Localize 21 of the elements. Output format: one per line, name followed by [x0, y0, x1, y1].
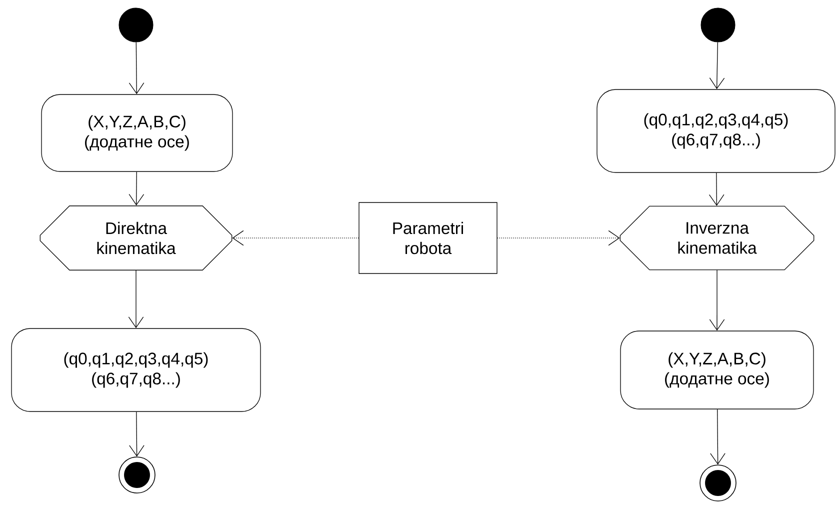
- action-box: (X,Y,Z,A,B,C) (додатне осе): [41, 94, 233, 172]
- action-box: (X,Y,Z,A,B,C) (додатне осе): [620, 330, 814, 410]
- arrow: [128, 270, 144, 328]
- action-box: (q0,q1,q2,q3,q4,q5) (q6,q7,q8...): [596, 89, 836, 173]
- start-node: [700, 8, 736, 42]
- end-node: [118, 456, 156, 494]
- parameter-box: Parametri robota: [358, 202, 498, 274]
- arrow: [128, 172, 144, 206]
- dotted-arrow: [497, 230, 620, 246]
- arrow: [708, 172, 724, 206]
- arrow: [128, 42, 144, 94]
- start-node: [118, 8, 154, 42]
- process-octagon: Inverzna kinematika: [620, 206, 814, 270]
- process-octagon: Direktna kinematika: [40, 206, 232, 270]
- arrow: [709, 42, 725, 90]
- arrow: [129, 412, 144, 457]
- dotted-arrow: [232, 230, 359, 246]
- action-box: (q0,q1,q2,q3,q4,q5) (q6,q7,q8...): [11, 328, 261, 412]
- arrow: [710, 409, 726, 465]
- end-node: [700, 464, 736, 502]
- arrow: [709, 270, 725, 331]
